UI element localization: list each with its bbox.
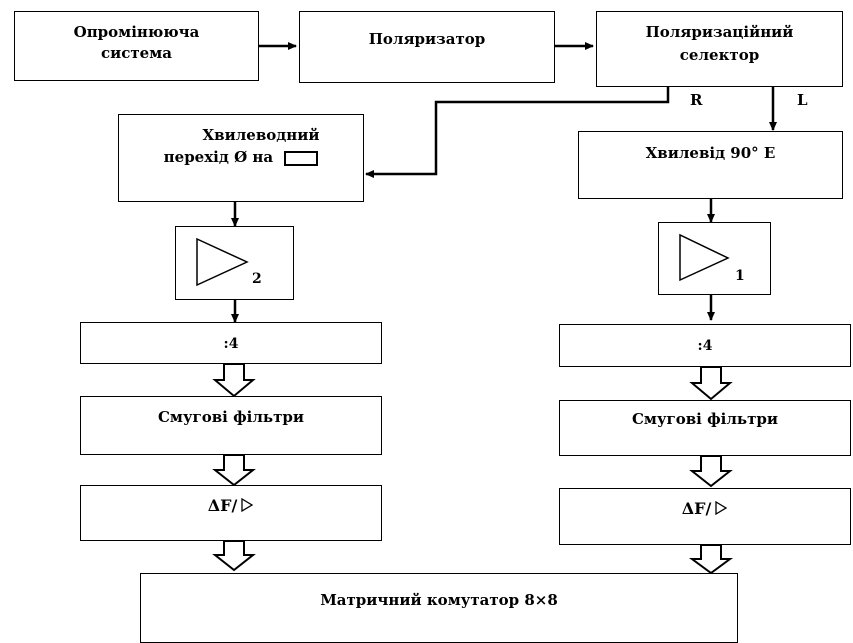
amplifier-1-index: 1 [735,268,745,284]
bus-arrow-left-3 [212,540,256,572]
freq-converter-left-line: ΔF/ [81,496,381,516]
matrix-switch-block: Матричний комутатор 8×8 [140,573,738,643]
divider-left-block: :4 [80,322,382,364]
polarizer-block: Поляризатор [299,11,555,83]
bandpass-left-block: Смугові фільтри [80,396,382,455]
bus-arrow-right-3 [688,544,734,575]
freq-converter-left-block: ΔF/ [80,485,382,541]
divider-right-label: :4 [697,338,713,354]
irradiating-system-label-2: система [101,44,172,62]
rectangular-waveguide-icon [284,150,319,166]
amplifier-1-block: 1 [658,222,771,295]
waveguide-transition-block: Хвилеводний перехід Ø на [118,114,364,202]
freq-converter-left-label: ΔF/ [207,496,238,515]
irradiating-system-block: Опромінююча система [14,11,259,81]
freq-converter-right-label: ΔF/ [681,499,712,518]
waveguide-90-block: Хвилевід 90° Е [578,131,843,199]
amplifier-triangle-icon [196,237,249,287]
waveguide-transition-label-1: Хвилеводний [202,126,320,144]
bandpass-left-label: Смугові фільтри [157,408,304,426]
polarization-selector-block: Поляризаційний селектор [596,11,843,87]
amplifier-2-index: 2 [252,271,262,287]
divider-left-label: :4 [223,336,239,352]
freq-converter-right-block: ΔF/ [559,488,851,545]
bus-arrow-right-2 [689,455,733,488]
bus-arrow-left-1 [212,363,256,398]
amplifier-triangle-icon [679,233,730,282]
polarization-selector-label-1: Поляризаційний [645,23,794,41]
waveguide-transition-line-2: перехід Ø на [119,147,363,167]
divider-right-block: :4 [559,324,851,367]
bus-arrow-left-2 [212,454,256,487]
polarizer-label: Поляризатор [368,30,486,48]
bus-arrow-right-1 [689,366,733,401]
waveguide-90-label: Хвилевід 90° Е [645,144,776,162]
amplifier-2-block: 2 [175,226,294,300]
waveguide-transition-label-2: перехід Ø на [163,148,274,166]
irradiating-system-label-1: Опромінююча [73,23,200,41]
freq-converter-right-line: ΔF/ [560,499,850,519]
amplifier-small-icon [715,500,728,516]
branch-label-r: R [690,91,703,109]
connectors [212,42,777,575]
arrow-r-branch [365,87,670,178]
bandpass-right-label: Смугові фільтри [631,410,778,428]
amplifier-small-icon [241,497,254,513]
bandpass-right-block: Смугові фільтри [559,400,851,456]
branch-label-l: L [797,91,808,109]
matrix-switch-label: Матричний комутатор 8×8 [320,591,558,609]
polarization-selector-label-2: селектор [679,46,760,64]
